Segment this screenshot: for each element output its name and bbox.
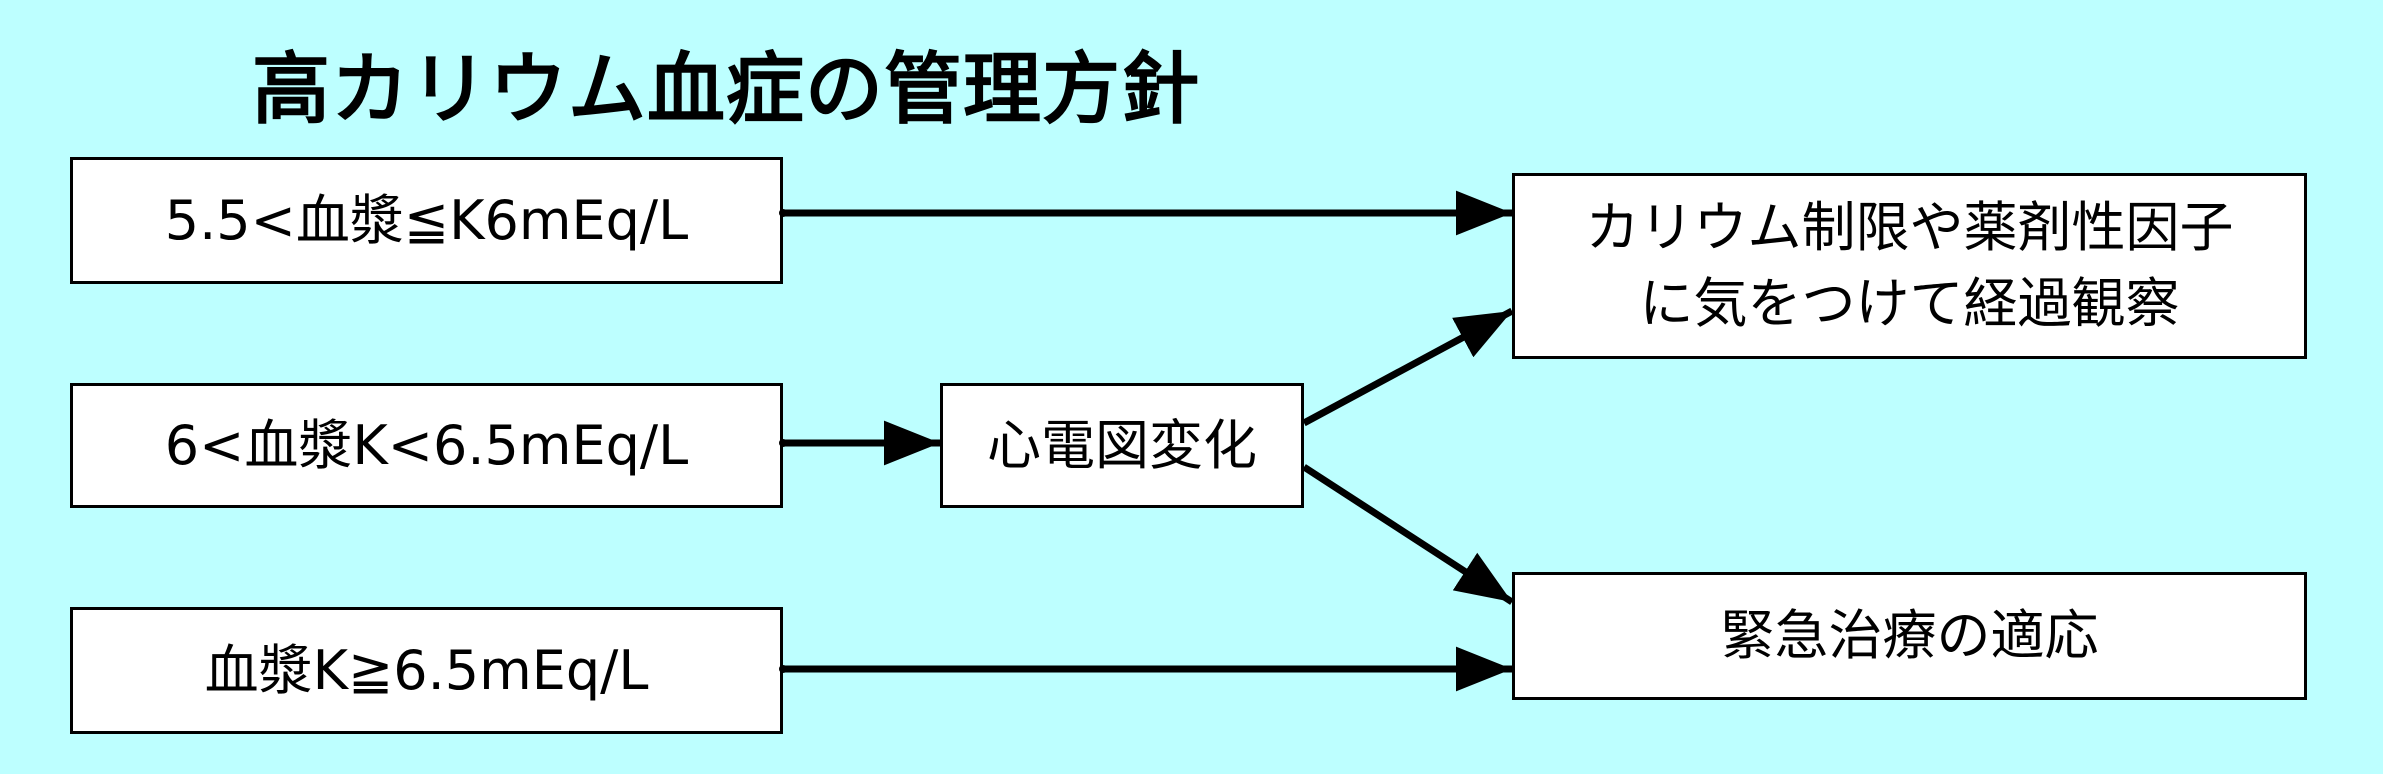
observe-outcome-box: カリウム制限や薬剤性因子 に気をつけて経過観察 xyxy=(1512,173,2307,359)
emergency-outcome-box: 緊急治療の適応 xyxy=(1512,572,2307,700)
page-title: 高カリウム血症の管理方針 xyxy=(252,45,1201,135)
ecg-change-box: 心電図変化 xyxy=(940,383,1304,508)
arrow-ecg-to-emergency xyxy=(1302,464,1514,605)
arrow-tail-dot-severe xyxy=(779,665,787,673)
ecg-change-label: 心電図変化 xyxy=(987,413,1257,477)
condition-box-mild: 5.5<血漿≦K6mEq/L xyxy=(70,157,783,284)
condition-box-severe: 血漿K≧6.5mEq/L xyxy=(70,607,783,734)
emergency-outcome-label: 緊急治療の適応 xyxy=(1720,604,2099,668)
arrow-ecg-to-observe xyxy=(1302,307,1514,427)
observe-outcome-line1: カリウム制限や薬剤性因子 xyxy=(1585,196,2234,260)
condition-label-moderate: 6<血漿K<6.5mEq/L xyxy=(164,413,689,477)
condition-label-severe: 血漿K≧6.5mEq/L xyxy=(204,638,649,702)
observe-outcome-line2: に気をつけて経過観察 xyxy=(1639,272,2180,335)
arrow-tail-dot-moderate xyxy=(779,439,787,447)
condition-label-mild: 5.5<血漿≦K6mEq/L xyxy=(164,188,689,252)
arrow-tail-dot-mild xyxy=(779,209,787,217)
